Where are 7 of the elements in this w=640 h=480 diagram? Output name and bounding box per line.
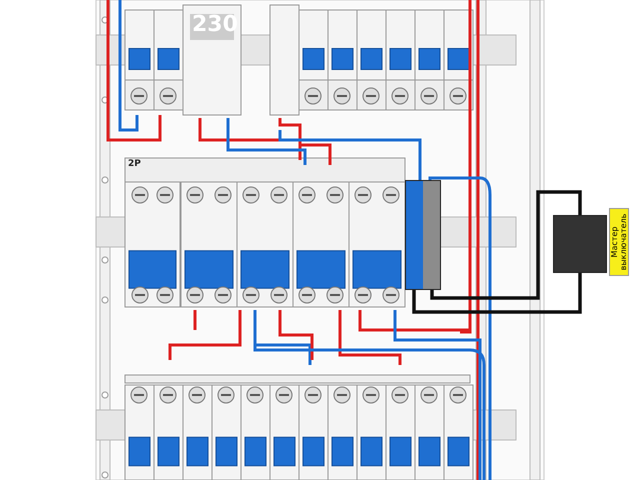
note-label xyxy=(609,208,629,276)
terminal-block xyxy=(405,180,441,290)
wire xyxy=(430,190,582,300)
label-text: Мастер выключатель xyxy=(610,212,628,272)
wire xyxy=(412,273,582,314)
wall-switch xyxy=(553,215,607,273)
module-label: 2P xyxy=(128,160,141,169)
